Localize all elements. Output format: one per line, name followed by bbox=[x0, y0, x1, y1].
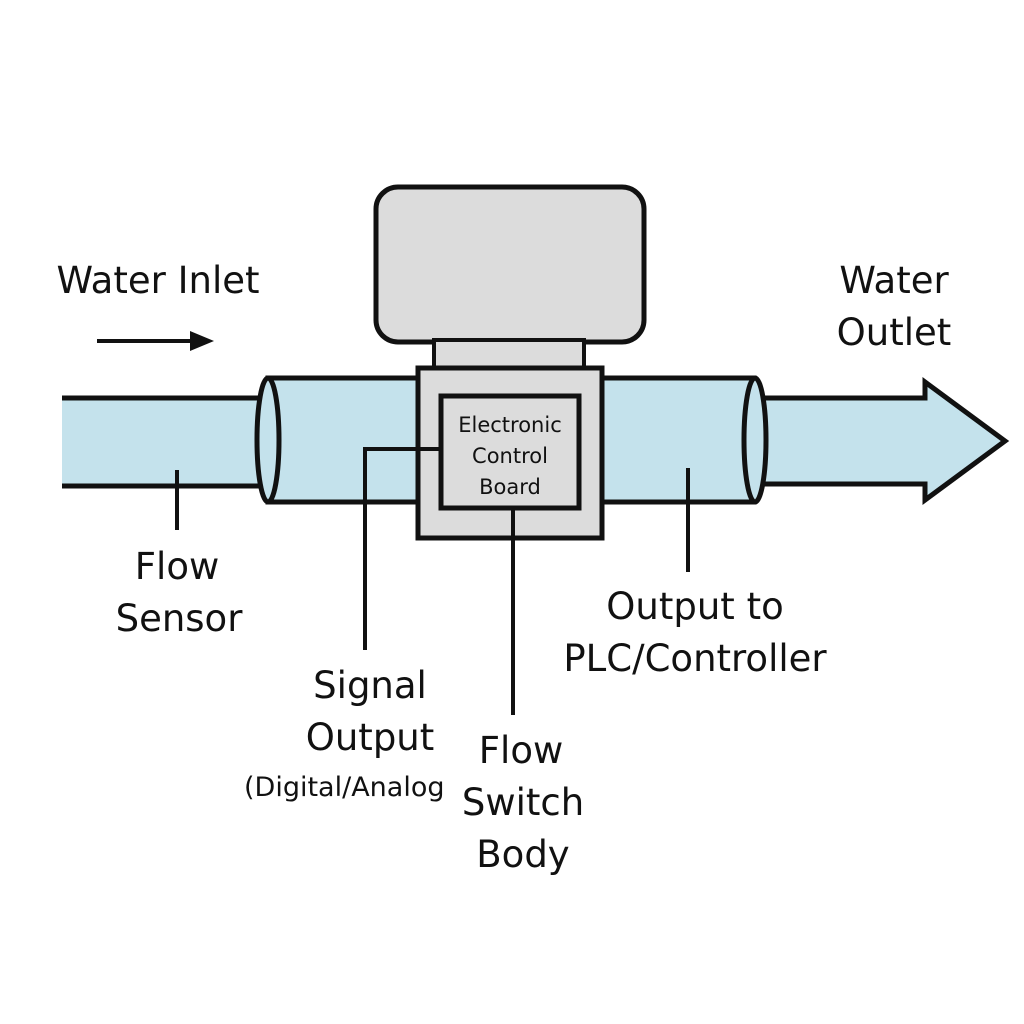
signal-output-label-line1: Signal bbox=[313, 664, 427, 707]
outlet-stream-arrow bbox=[753, 377, 1010, 505]
flow-switch-label-line1: Flow bbox=[479, 729, 563, 772]
inlet-arrow-head bbox=[190, 331, 214, 351]
water-inlet-label: Water Inlet bbox=[56, 259, 259, 302]
left-pipe-section bbox=[265, 375, 423, 505]
top-housing bbox=[373, 184, 647, 345]
right-pipe-section bbox=[595, 375, 757, 505]
water-outlet-label-line1: Water bbox=[839, 259, 949, 302]
signal-output-leader bbox=[363, 447, 441, 650]
water-outlet-label-line2: Outlet bbox=[837, 311, 952, 354]
flow-sensor-label-line1: Flow bbox=[135, 545, 219, 588]
signal-output-label-line2: Output bbox=[306, 716, 435, 759]
inlet-stream bbox=[62, 395, 271, 489]
plc-output-label-line2: PLC/Controller bbox=[563, 637, 827, 680]
plc-output-label-line1: Output to bbox=[606, 585, 783, 628]
control-board bbox=[438, 393, 582, 511]
control-board-label-line3: Board bbox=[479, 475, 541, 499]
signal-output-label-line3: (Digital/Analog bbox=[244, 772, 444, 803]
control-board-label-line1: Electronic bbox=[458, 413, 562, 437]
flow-switch-label-line2: Switch bbox=[462, 781, 584, 824]
control-board-label-line2: Control bbox=[472, 444, 548, 468]
flow-sensor-label-line2: Sensor bbox=[116, 597, 244, 640]
flow-switch-label-line3: Body bbox=[476, 833, 569, 876]
housing-neck bbox=[432, 338, 586, 370]
right-pipe-end-cap bbox=[741, 375, 769, 505]
left-pipe-end-cap bbox=[254, 375, 282, 505]
